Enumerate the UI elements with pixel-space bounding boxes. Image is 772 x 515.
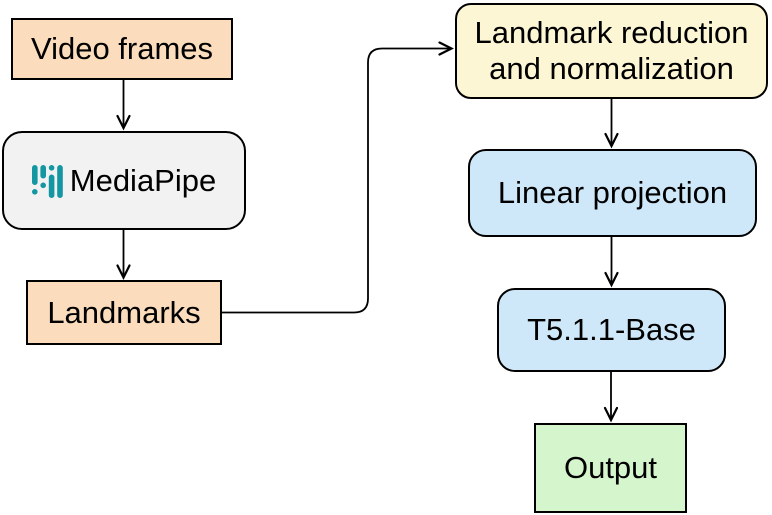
node-landmarks-label: Landmarks	[47, 294, 201, 330]
mediapipe-logo-icon	[31, 165, 63, 198]
node-t5-base-label: T5.1.1-Base	[527, 312, 696, 348]
node-linear-projection-label: Linear projection	[497, 175, 728, 211]
node-output: Output	[534, 423, 687, 513]
node-landmark-reduction-label: Landmark reduction and normalization	[474, 15, 749, 86]
node-mediapipe-label: MediaPipe	[69, 162, 217, 198]
node-mediapipe: MediaPipe	[2, 131, 246, 230]
node-output-label: Output	[563, 450, 658, 486]
node-video-frames: Video frames	[11, 18, 233, 80]
node-t5-base: T5.1.1-Base	[497, 288, 726, 372]
node-landmarks: Landmarks	[26, 280, 222, 345]
node-landmark-reduction: Landmark reduction and normalization	[455, 3, 768, 99]
edge-landmarks-to-reduction	[222, 49, 452, 314]
node-video-frames-label: Video frames	[30, 31, 214, 67]
node-linear-projection: Linear projection	[468, 149, 757, 237]
